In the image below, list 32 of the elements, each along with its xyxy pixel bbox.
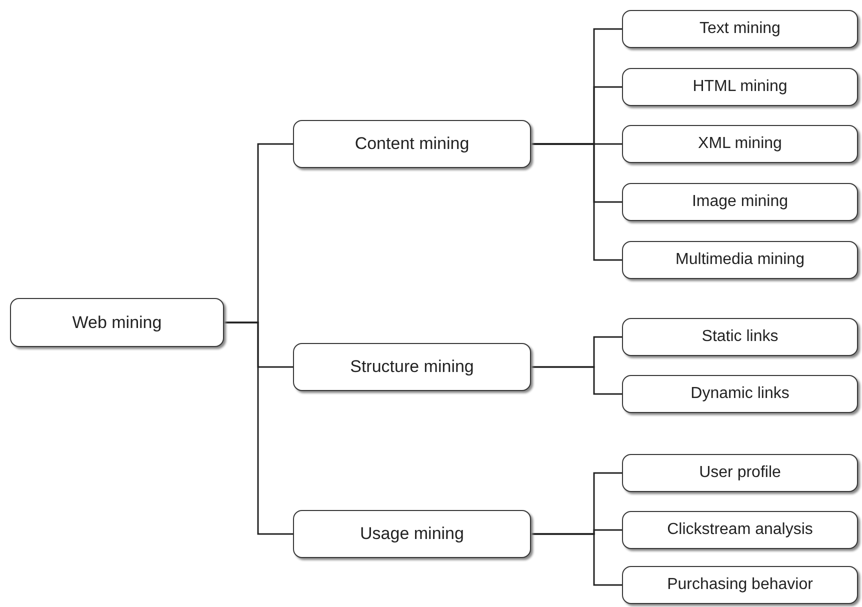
node-label: Text mining [700, 20, 780, 38]
rounded-box [622, 183, 858, 221]
rounded-box [622, 241, 858, 279]
node-label: Image mining [692, 193, 788, 211]
rounded-box [10, 298, 224, 347]
rounded-box [622, 454, 858, 492]
rounded-box [622, 511, 858, 549]
node-label: Clickstream analysis [667, 521, 813, 539]
node-label: User profile [699, 464, 781, 482]
rounded-box [622, 68, 858, 106]
node-label: XML mining [698, 135, 782, 153]
node-label: Static links [702, 328, 778, 346]
rounded-box [622, 566, 858, 604]
rounded-box [622, 318, 858, 356]
rounded-box [293, 510, 531, 558]
node-label: Structure mining [350, 357, 474, 377]
rounded-box [622, 10, 858, 48]
rounded-box [622, 125, 858, 163]
node-label: Web mining [72, 312, 162, 332]
rounded-box [293, 120, 531, 168]
connector-line [531, 143, 622, 261]
node-label: Content mining [354, 134, 470, 154]
node-label: Dynamic links [690, 385, 790, 403]
rounded-box [293, 343, 531, 391]
connector-line [531, 533, 622, 586]
node-label: Multimedia mining [676, 251, 804, 269]
rounded-box [622, 375, 858, 413]
connector-line [531, 366, 622, 395]
node-label: Usage mining [360, 524, 464, 544]
node-label: Purchasing behavior [667, 576, 813, 594]
node-label: HTML mining [692, 78, 788, 96]
connector-line [224, 322, 293, 535]
